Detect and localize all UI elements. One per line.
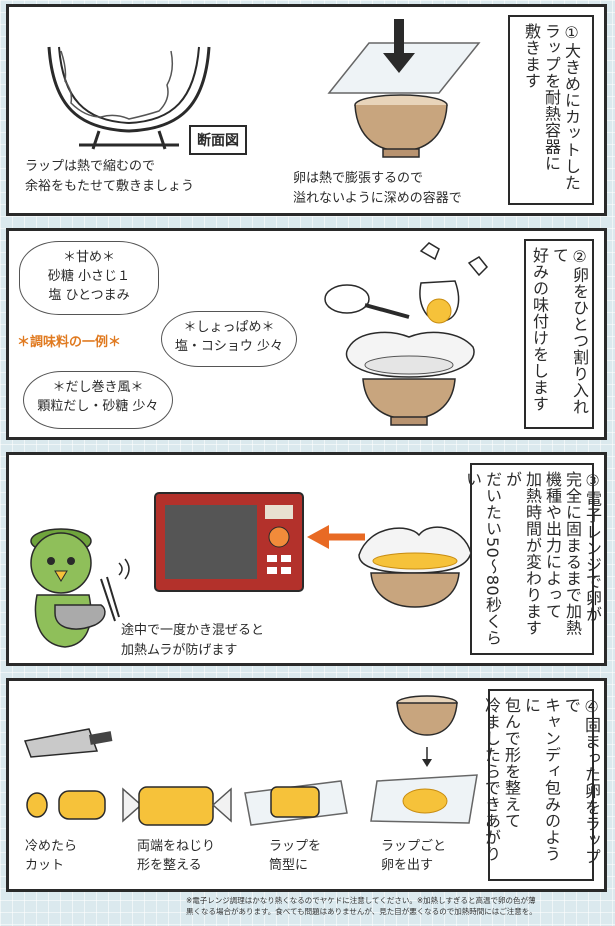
cut-egg-roll-illustration bbox=[23, 728, 113, 820]
wrap-over-bowl-illustration bbox=[327, 19, 481, 158]
step-3-panel: ③電子レンジで卵が 完全に固まるまで加熱 機種や出力によって 加熱時間が変わりま… bbox=[6, 452, 607, 666]
bowl-cooked-egg-illustration bbox=[358, 526, 472, 608]
step-1-note-left: ラップは熱で縮むので 余裕をもたせて敷きましょう bbox=[25, 159, 195, 194]
egg-out-with-wrap-illustration bbox=[370, 695, 478, 824]
seasoning-salty-bubble: ＊しょっぱめ＊ 塩・コショウ 少々 bbox=[161, 311, 297, 367]
step-4-caption-take-out: ラップごと 卵を出す bbox=[381, 839, 447, 873]
step-4-caption-twist: 両端をねじり 形を整える bbox=[137, 839, 216, 873]
step-4-caption-tube: ラップを 筒型に bbox=[269, 839, 322, 873]
step-1-note-right: 卵は熱で膨張するので 溢れないように深めの容器で bbox=[293, 171, 462, 206]
container-cross-section-illustration bbox=[47, 46, 211, 150]
step-3-instruction: ③電子レンジで卵が 完全に固まるまで加熱 機種や出力によって 加熱時間が変わりま… bbox=[463, 471, 602, 646]
step-2-instruction: ②卵をひとつ割り入れて 好みの味付けをします bbox=[530, 247, 589, 415]
step-4-caption-cut: 冷めたら カット bbox=[25, 839, 78, 873]
microwave-illustration bbox=[154, 492, 304, 592]
arrow-to-microwave bbox=[307, 525, 365, 549]
step-1-instruction: ①大きめにカットした ラップを耐熱容器に 敷きます bbox=[522, 23, 581, 191]
step-4-instruction: ④固まった卵をラップで キャンディ包みのように 包んで形を整えて 冷ましたらでき… bbox=[482, 697, 601, 865]
seasoning-sweet-bubble: ＊甘め＊ 砂糖 小さじ１ 塩 ひとつまみ bbox=[19, 241, 159, 315]
step-4-panel: ④固まった卵をラップで キャンディ包みのように 包んで形を整えて 冷ましたらでき… bbox=[6, 678, 607, 892]
egg-into-bowl-illustration bbox=[324, 242, 489, 426]
footnote: ※電子レンジ調理はかなり熱くなるのでヤケドに注意してください。※加熱しすぎると高… bbox=[186, 896, 537, 916]
step-3-note: 途中で一度かき混ぜると 加熱ムラが防げます bbox=[121, 623, 265, 658]
tube-wrap-illustration bbox=[244, 780, 348, 826]
step-4-instruction-box: ④固まった卵をラップで キャンディ包みのように 包んで形を整えて 冷ましたらでき… bbox=[482, 689, 601, 881]
step-1-instruction-box: ①大きめにカットした ラップを耐熱容器に 敷きます bbox=[508, 15, 594, 205]
seasoning-example-title: ＊調味料の一例＊ bbox=[17, 335, 122, 350]
step-2-instruction-box: ②卵をひとつ割り入れて 好みの味付けをします bbox=[524, 239, 594, 429]
step-2-panel: ②卵をひとつ割り入れて 好みの味付けをします ＊甘め＊ 砂糖 小さじ１ 塩 ひと… bbox=[6, 228, 607, 440]
kappa-mascot-illustration bbox=[30, 528, 130, 648]
step-1-panel: ①大きめにカットした ラップを耐熱容器に 敷きます 断面図 ラップは熱で縮むので… bbox=[6, 4, 607, 216]
seasoning-dashi-bubble: ＊だし巻き風＊ 顆粒だし・砂糖 少々 bbox=[23, 371, 173, 429]
step-3-instruction-box: ③電子レンジで卵が 完全に固まるまで加熱 機種や出力によって 加熱時間が変わりま… bbox=[463, 463, 602, 655]
candy-wrapped-egg-illustration bbox=[122, 786, 232, 826]
cross-section-tag: 断面図 bbox=[189, 125, 247, 155]
